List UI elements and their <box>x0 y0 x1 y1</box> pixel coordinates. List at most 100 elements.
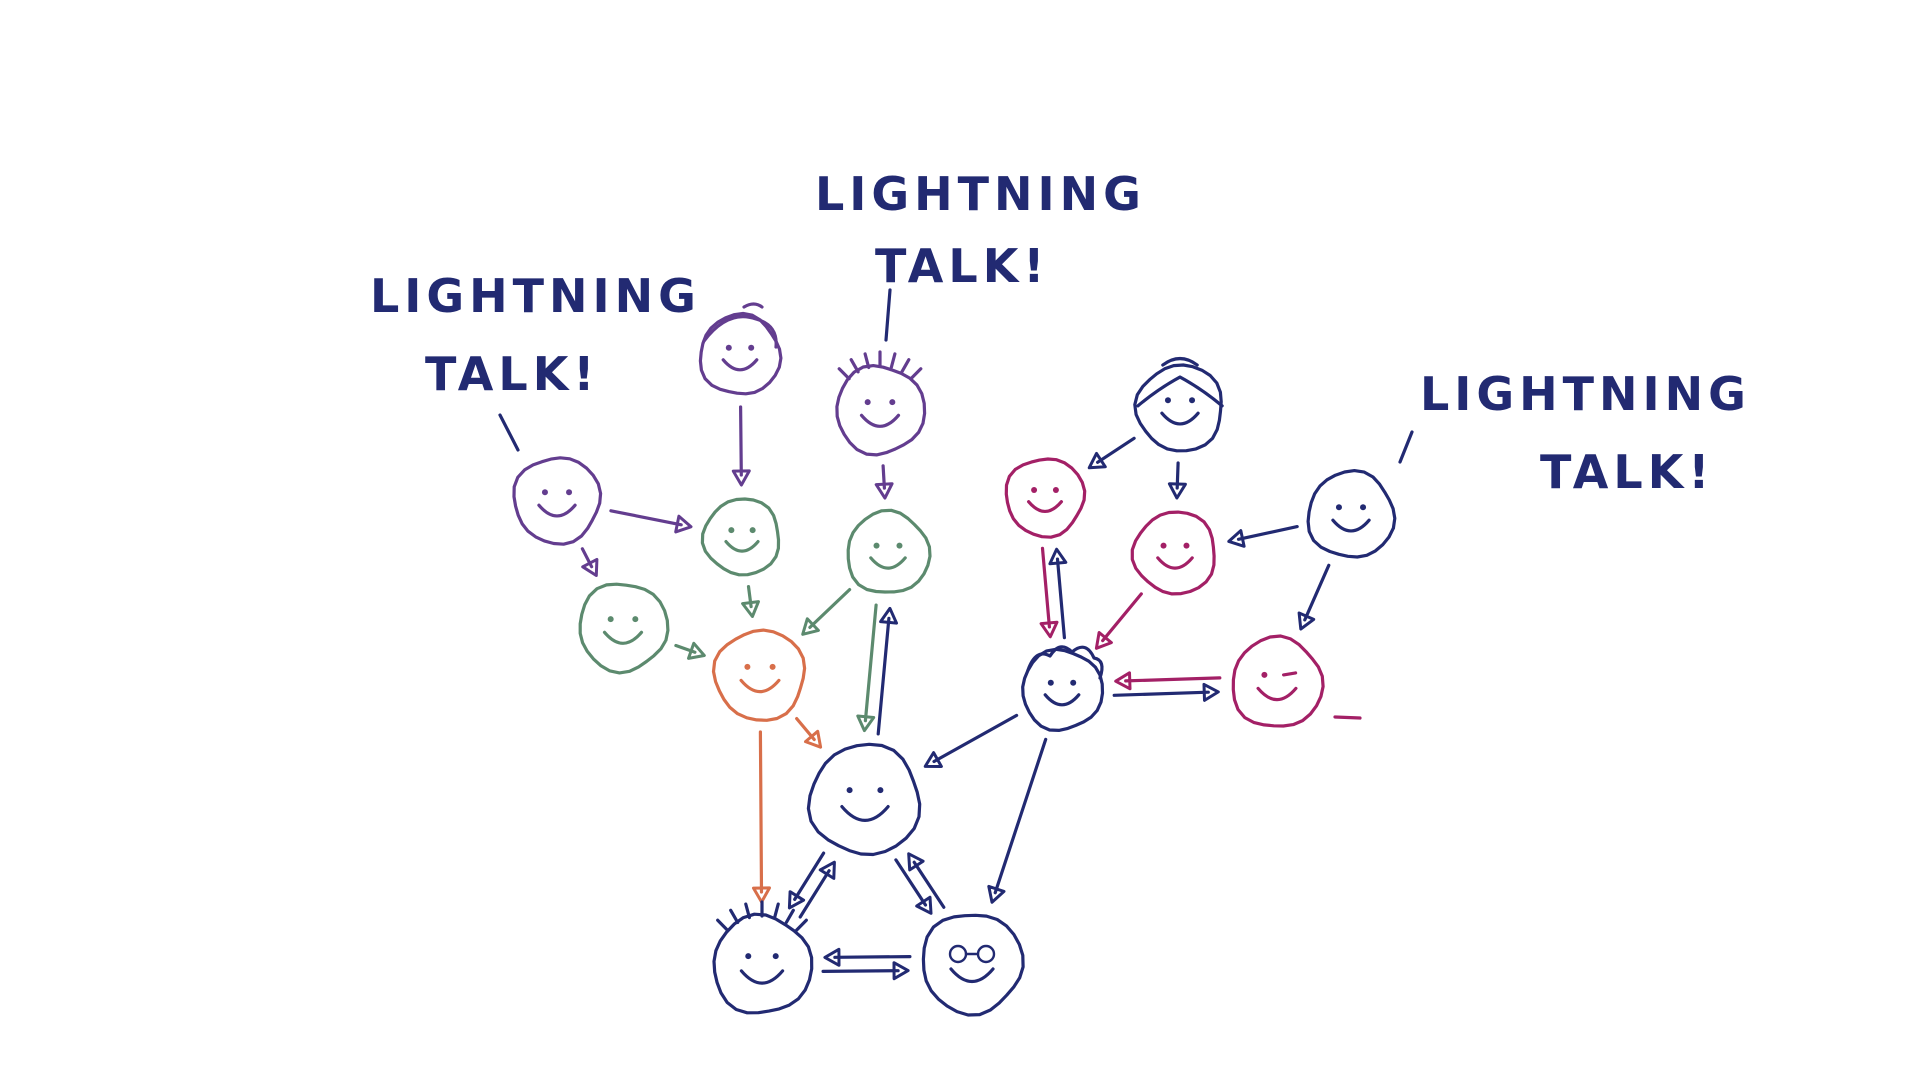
eye-right <box>1052 486 1059 493</box>
eye-left <box>1047 679 1054 686</box>
person-p4 <box>700 497 781 577</box>
person-p16 <box>1231 634 1325 728</box>
connection-line <box>993 737 1048 895</box>
connection-line <box>1236 524 1299 541</box>
smile <box>1331 518 1371 533</box>
arrowhead <box>915 895 933 915</box>
connection-arrow <box>752 730 771 904</box>
connection-arrow <box>801 587 852 636</box>
person-p7 <box>711 628 807 722</box>
label-center: LIGHTNING TALK! <box>815 167 1141 293</box>
hair <box>1136 356 1224 408</box>
connection-arrow <box>987 737 1048 904</box>
connection-arrow <box>795 716 823 749</box>
glasses-lens-left <box>948 944 968 964</box>
arrowhead <box>731 469 751 487</box>
arrowhead <box>907 852 925 872</box>
person-p2 <box>835 350 927 457</box>
face-outline <box>711 628 807 722</box>
smile <box>1043 693 1081 707</box>
connection-arrow <box>1039 546 1059 639</box>
connection-arrow <box>894 858 933 915</box>
face-outline <box>712 912 814 1015</box>
connection-arrow <box>787 851 826 910</box>
arrowhead <box>1202 682 1220 702</box>
connection-line <box>609 509 683 527</box>
eye-left <box>1164 397 1171 404</box>
smile <box>721 358 759 372</box>
arrowhead <box>1039 620 1059 639</box>
connection-arrow <box>674 641 706 660</box>
callout-tick <box>884 288 892 342</box>
eye-right <box>877 787 884 794</box>
connection-arrow <box>876 606 898 736</box>
eye-left <box>725 344 732 351</box>
eye-right <box>566 489 573 496</box>
connection-arrow <box>580 547 599 577</box>
smile <box>869 556 907 570</box>
arrowhead <box>892 961 910 981</box>
connection-line <box>1124 676 1222 683</box>
connection-arrow <box>1167 461 1187 500</box>
connection-arrow <box>923 713 1019 768</box>
eye-right <box>1070 679 1077 686</box>
connection-line <box>758 730 764 894</box>
connection-arrow <box>1112 682 1220 702</box>
connection-line <box>821 969 900 974</box>
face-outline <box>835 364 927 457</box>
arrowhead <box>856 714 876 733</box>
connection-arrow <box>1087 436 1136 470</box>
connection-arrow <box>874 464 894 500</box>
people-layer <box>512 302 1397 1017</box>
eye-left <box>846 787 853 794</box>
smile <box>840 805 890 822</box>
connection-arrow <box>609 509 693 534</box>
arrowhead <box>752 886 771 904</box>
face-outline <box>698 311 783 396</box>
label-left-line1: LIGHTNING <box>370 269 701 323</box>
arrowhead <box>1227 529 1246 548</box>
eye-wink <box>1281 671 1298 677</box>
arrowhead <box>879 606 898 625</box>
arrowhead <box>823 947 841 967</box>
arrowhead <box>674 514 693 534</box>
face-outline <box>1133 363 1223 453</box>
arrowhead <box>801 617 820 636</box>
connection-line <box>793 851 826 902</box>
hair <box>716 900 808 932</box>
face-outline <box>1306 469 1397 559</box>
eye-left <box>1031 486 1038 493</box>
connection-line <box>833 954 912 959</box>
arrowhead <box>987 884 1006 904</box>
hair <box>837 350 923 381</box>
label-right-line2: TALK! <box>1540 445 1714 499</box>
arrowhead <box>1297 611 1316 631</box>
smile <box>537 503 577 518</box>
arrowhead <box>787 890 806 910</box>
eye-right <box>772 953 779 960</box>
person-p8 <box>806 742 922 857</box>
person-p12 <box>1306 469 1397 559</box>
eye-right <box>749 527 756 534</box>
connection-arrow <box>731 405 751 487</box>
face-outline <box>1004 457 1087 539</box>
glasses-lens-right <box>976 944 996 964</box>
arrowhead <box>1048 547 1068 566</box>
connection-line <box>1112 690 1210 697</box>
eye-right <box>896 542 903 549</box>
label-center-line2: TALK! <box>875 239 1049 293</box>
hair <box>702 302 778 349</box>
connection-line <box>1303 563 1331 622</box>
connection-arrow <box>1114 671 1222 691</box>
eye-left <box>744 663 751 670</box>
arrowhead <box>818 860 836 880</box>
eye-right <box>1189 397 1196 404</box>
person-p13 <box>1021 645 1105 732</box>
eye-right <box>1183 542 1190 549</box>
connection-line <box>894 858 928 907</box>
arrowhead <box>687 641 706 660</box>
connection-arrow <box>798 860 836 919</box>
person-p10 <box>921 913 1025 1017</box>
eye-right <box>748 344 755 351</box>
connection-arrow <box>821 961 910 981</box>
